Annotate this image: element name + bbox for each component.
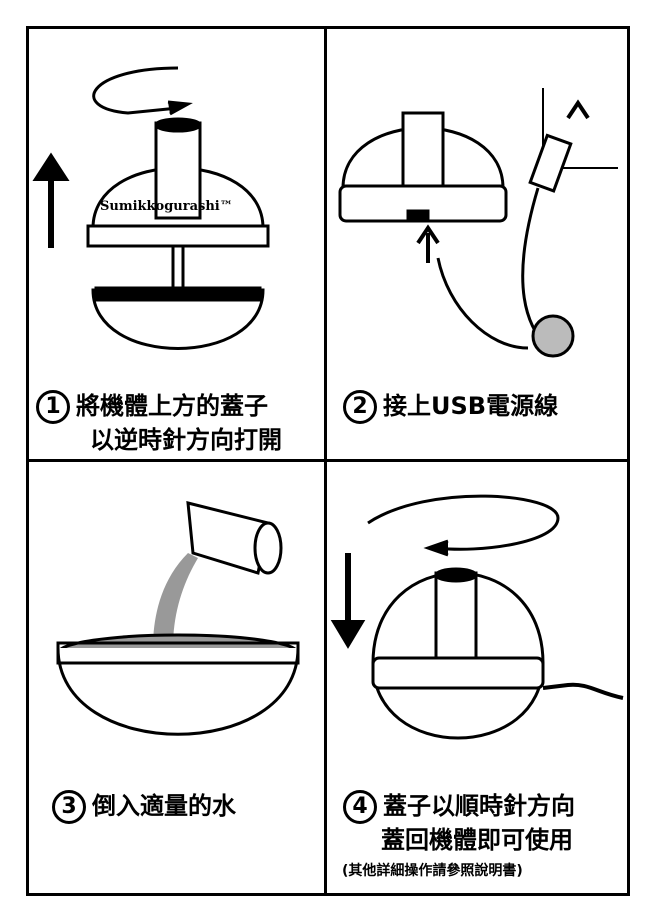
manual-note: (其他詳細操作請參照說明書): [342, 863, 523, 879]
divider-horizontal: [26, 459, 630, 462]
step-number: 1: [36, 390, 70, 424]
caption-line: 將機體上方的蓋子: [76, 392, 268, 420]
caption-line: 蓋子以順時針方向: [383, 792, 575, 820]
svg-text:Sumikkogurashi™: Sumikkogurashi™: [100, 199, 233, 214]
caption-line: 蓋回機體即可使用: [381, 826, 573, 854]
caption-line: 接上USB電源線: [383, 392, 559, 420]
step-number: 2: [343, 390, 377, 424]
step4-illustration: [330, 494, 624, 740]
step1-illustration: Sumikkogurashi™: [32, 66, 270, 350]
caption-line: 倒入適量的水: [92, 792, 236, 820]
step3-illustration: [56, 501, 300, 736]
step-number: 3: [52, 790, 86, 824]
step-number: 4: [343, 790, 377, 824]
caption-line: 以逆時針方向打開: [90, 426, 282, 454]
step2-illustration: [338, 88, 618, 358]
